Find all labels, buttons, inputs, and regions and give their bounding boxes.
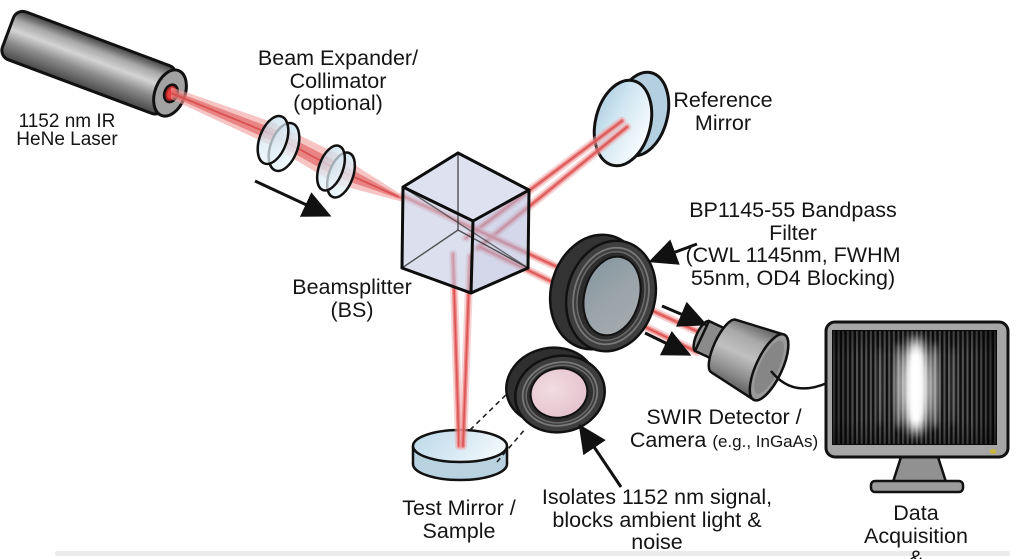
beam-direction-arrow (254, 179, 332, 217)
daq-label: Data Acquisition & Analysis System (864, 501, 968, 559)
monitor-stand (891, 455, 948, 484)
laser-label: 1152 nm IR HeNe Laser (16, 111, 118, 150)
bandpass-filter (548, 233, 658, 353)
beam-expander-lens-2 (315, 144, 357, 199)
bandpass-filter-label: BP1145-55 Bandpass Filter (CWL 1145nm, F… (685, 198, 901, 290)
dashed-link-lines (469, 388, 527, 463)
laser-device (0, 9, 188, 118)
monitor (824, 320, 1010, 494)
filter-note-arrow (578, 424, 623, 488)
interference-fringes (833, 331, 996, 444)
reference-mirror-label: Reference Mirror (673, 88, 773, 135)
beam-expander-lens-1 (256, 114, 301, 173)
bottom-smudge (55, 551, 1010, 556)
detector-direction-arrow-1 (661, 301, 708, 327)
swir-detector-label-note: (e.g., InGaAs) (712, 431, 819, 451)
swir-detector-label-line2: Camera (629, 427, 707, 452)
beamsplitter-label: Beamsplitter (BS) (292, 275, 412, 322)
beam-expander-label: Beam Expander/ Collimator (optional) (257, 46, 419, 115)
detector-direction-arrow-2 (644, 331, 692, 356)
swir-camera (692, 318, 790, 402)
swir-detector-label-line1: SWIR Detector / (646, 405, 802, 429)
filter-note-label: Isolates 1152 nm signal, blocks ambient … (541, 485, 773, 554)
reference-mirror-disk (592, 70, 671, 168)
swir-detector-label: SWIR Detector /Camera (e.g., InGaAs) (630, 406, 818, 453)
bandpass-filter-lens (582, 255, 642, 337)
blocking-filter (505, 346, 606, 434)
bandpass-label-arrow (648, 239, 698, 265)
power-led (989, 449, 997, 454)
blocking-filter-lens (529, 367, 589, 419)
test-mirror-label: Test Mirror / Sample (402, 496, 516, 543)
beamsplitter-cube (400, 151, 531, 295)
cable (770, 370, 828, 390)
